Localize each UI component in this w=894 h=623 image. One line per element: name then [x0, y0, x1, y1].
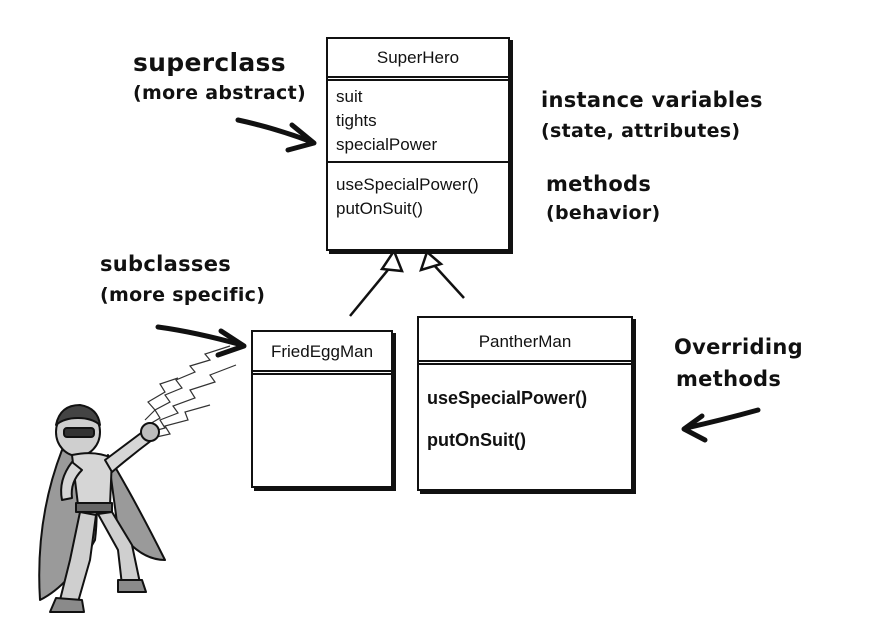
label-instance-variables: instance variables	[541, 88, 763, 112]
attribute-suit: suit	[336, 87, 363, 106]
label-overriding: Overriding	[674, 335, 803, 359]
superclass-attributes: suit tights specialPower	[328, 81, 508, 161]
subclass-name-pantherman: PantherMan	[419, 318, 631, 365]
superhero-cartoon-icon	[38, 404, 166, 613]
method-putonsuit: putOnSuit()	[336, 199, 423, 218]
override-usespecialpower: useSpecialPower()	[427, 388, 588, 408]
attribute-specialpower: specialPower	[336, 135, 438, 154]
subclass-box-friedeggman: FriedEggMan	[251, 330, 393, 488]
superclass-box: SuperHero suit tights specialPower useSp…	[326, 37, 510, 251]
label-methods: methods	[546, 172, 652, 196]
label-subclasses: subclasses	[100, 252, 232, 276]
label-methods-note: (behavior)	[546, 202, 661, 224]
arrow-to-subclass-icon	[155, 324, 247, 358]
override-putonsuit: putOnSuit()	[427, 430, 526, 450]
label-overriding-methods: methods	[676, 367, 782, 391]
superclass-methods: useSpecialPower() putOnSuit()	[328, 161, 508, 225]
subclass-box-pantherman: PantherMan useSpecialPower() putOnSuit()	[417, 316, 633, 491]
arrow-to-superclass-icon	[235, 117, 317, 153]
attribute-tights: tights	[336, 111, 377, 130]
inheritance-arrow-left	[349, 248, 404, 317]
label-superclass-note: (more abstract)	[133, 82, 306, 104]
label-subclasses-note: (more specific)	[100, 284, 266, 306]
arrow-to-overriding-icon	[681, 407, 761, 443]
superclass-name: SuperHero	[328, 39, 508, 81]
subclass-name-friedeggman: FriedEggMan	[253, 332, 391, 375]
method-usespecialpower: useSpecialPower()	[336, 175, 479, 194]
label-instance-variables-note: (state, attributes)	[541, 120, 741, 142]
inheritance-arrow-right	[419, 249, 465, 299]
pantherman-methods: useSpecialPower() putOnSuit()	[419, 365, 631, 465]
power-beam-icon	[144, 345, 237, 439]
label-superclass: superclass	[133, 48, 286, 77]
